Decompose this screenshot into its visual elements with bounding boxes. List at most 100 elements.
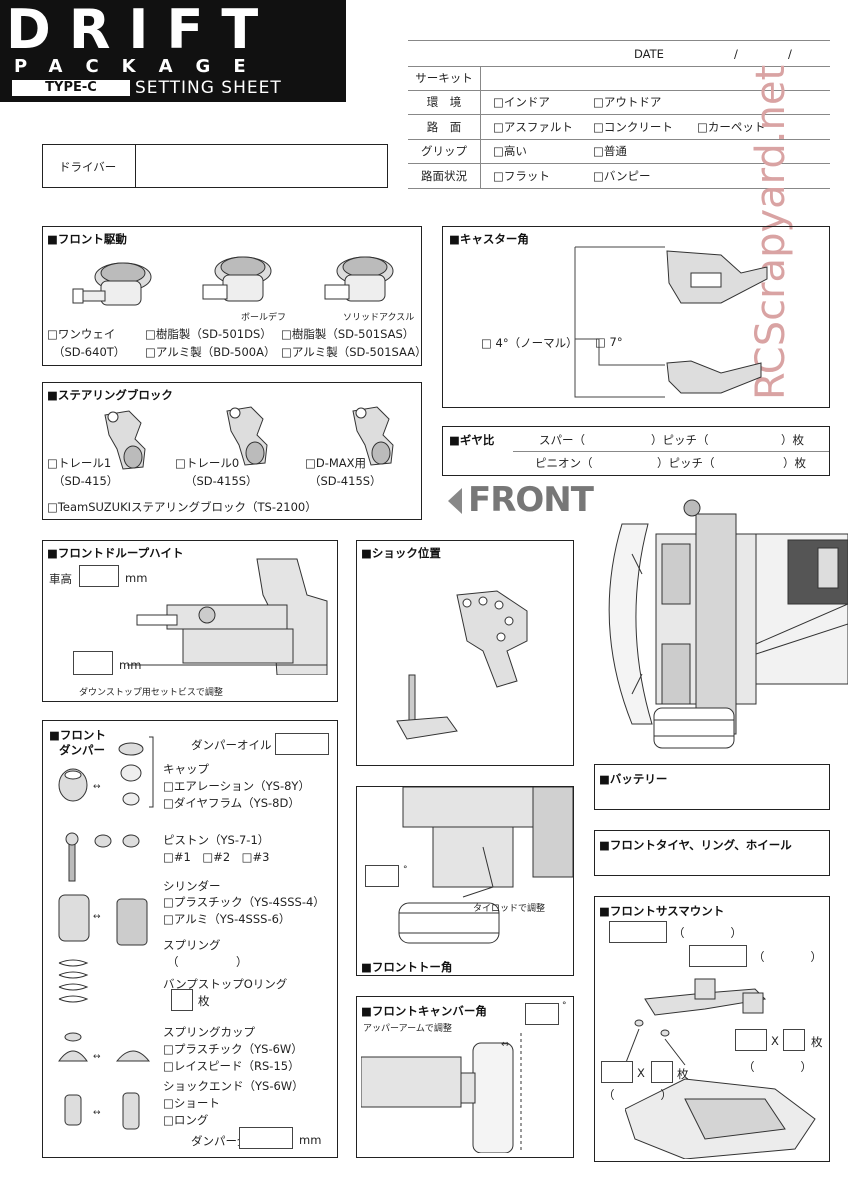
date-sep-2: / xyxy=(788,47,792,61)
drift-package-logo: DRIFT PACKAGE TYPE-C SETTING SHEET xyxy=(0,0,346,102)
cylinder-title: シリンダー xyxy=(163,879,221,893)
oneway-option[interactable]: □ワンウェイ xyxy=(47,327,116,341)
circuit-input[interactable] xyxy=(480,66,830,91)
cap-aeration-option[interactable]: □エアレーション（YS-8Y） xyxy=(163,779,310,793)
droop-illustration xyxy=(127,558,328,675)
driver-box: ドライバー xyxy=(42,144,388,188)
piston-options[interactable]: □#1 □#2 □#3 xyxy=(163,850,270,864)
condition-row-road: 路面状況 □フラット □バンピー xyxy=(408,163,830,189)
damper-parts-illustration: ↔ ↔ ↔ ↔ xyxy=(58,736,154,1130)
front-arrow-icon xyxy=(448,488,462,514)
logo-setting-sheet: SETTING SHEET xyxy=(135,78,282,98)
cylinder-alu-option[interactable]: □アルミ（YS-4SSS-6） xyxy=(163,912,291,926)
toe-input[interactable] xyxy=(365,865,399,887)
sus-mount-title: ■フロントサスマウント xyxy=(599,904,725,918)
sus-mount-x-2: X xyxy=(637,1066,645,1080)
trail0-part: （SD-415S） xyxy=(185,474,258,488)
road-label: 路面状況 xyxy=(408,163,481,189)
team-suzuki-option[interactable]: □TeamSUZUKIステアリングブロック（TS-2100） xyxy=(47,500,317,514)
option-asphalt[interactable]: □アスファルト xyxy=(493,119,573,134)
option-grip-high[interactable]: □高い xyxy=(493,144,527,159)
driver-label: ドライバー xyxy=(59,160,117,174)
camber-title: ■フロントキャンバー角 xyxy=(361,1004,487,1018)
dmax-part: （SD-415S） xyxy=(309,474,382,488)
spur-pitch-label: ）ピッチ（ xyxy=(651,433,709,447)
bump-stop-input[interactable] xyxy=(171,989,193,1011)
spring-input[interactable]: （ ） xyxy=(167,955,248,969)
option-grip-normal[interactable]: □普通 xyxy=(593,144,627,159)
gear-title: ■ギヤ比 xyxy=(449,433,495,447)
caster-4-option[interactable]: □ 4°（ノーマル） xyxy=(481,336,578,350)
option-indoor[interactable]: □インドア xyxy=(493,95,550,110)
solid-resin-option[interactable]: □樹脂製（SD-501SAS） xyxy=(281,327,415,341)
pinion-teeth-label: ）枚 xyxy=(783,456,806,470)
dmax-option[interactable]: □D-MAX用 xyxy=(305,456,367,470)
shock-end-short-option[interactable]: □ショート xyxy=(163,1096,220,1110)
battery-section: ■バッテリー xyxy=(594,764,830,810)
option-flat[interactable]: □フラット xyxy=(493,168,550,183)
trail1-option[interactable]: □トレール1 xyxy=(47,456,112,470)
cap-diaphragm-option[interactable]: □ダイヤフラム（YS-8D） xyxy=(163,796,300,810)
sus-mount-paren-2[interactable]: （ ） xyxy=(753,950,822,964)
spur-label: スパー（ xyxy=(539,433,585,447)
droop-section: ■フロントドループハイト 車高 mm mm ダウンストップ用セットビスで調整 xyxy=(42,540,338,702)
sus-mount-input-2[interactable] xyxy=(689,945,747,967)
sus-mount-paren-3[interactable]: （ ） xyxy=(743,1060,812,1074)
ball-diff-alu-option[interactable]: □アルミ製（BD-500A） xyxy=(145,345,276,359)
condition-row-surface: 路 面 □アスファルト □コンクリート □カーペット xyxy=(408,114,830,140)
cap-title: キャップ xyxy=(163,762,209,776)
caster-title: ■キャスター角 xyxy=(449,232,529,246)
condition-row-grip: グリップ □高い□普通 xyxy=(408,139,830,164)
spring-cup-racespeed-option[interactable]: □レイスピード（RS-15） xyxy=(163,1059,300,1073)
sus-mount-input-4[interactable] xyxy=(783,1029,805,1051)
spring-cup-plastic-option[interactable]: □プラスチック（YS-6W） xyxy=(163,1042,303,1056)
option-outdoor[interactable]: □アウトドア xyxy=(593,95,662,110)
sus-mount-paren-4[interactable]: （ ） xyxy=(603,1088,672,1102)
date-sep-1: / xyxy=(734,47,738,61)
sus-mount-paren-1[interactable]: （ ） xyxy=(673,926,742,940)
svg-text:↔: ↔ xyxy=(93,782,101,792)
sus-mount-input-3[interactable] xyxy=(735,1029,767,1051)
battery-title: ■バッテリー xyxy=(599,772,668,786)
front-toe-section: ° タイロッドで調整 ■フロントトー角 xyxy=(356,786,574,976)
camber-input[interactable] xyxy=(525,1003,559,1025)
caster-section: ■キャスター角 □ 4°（ノーマル） □ 7° xyxy=(442,226,830,408)
sus-mount-input-6[interactable] xyxy=(651,1061,673,1083)
cylinder-plastic-option[interactable]: □プラスチック（YS-4SSS-4） xyxy=(163,895,325,909)
damper-length-unit: mm xyxy=(299,1133,322,1147)
oneway-part: （SD-640T） xyxy=(53,345,126,359)
damper-oil-label: ダンパーオイル xyxy=(191,738,272,752)
damper-oil-input[interactable] xyxy=(275,733,329,755)
sus-mount-section: ■フロントサスマウント （ ） （ ） X 枚 （ ） X 枚 （ ） xyxy=(594,896,830,1162)
driver-input[interactable] xyxy=(136,145,386,187)
option-bumpy[interactable]: □バンピー xyxy=(593,168,651,183)
ride-height-label: 車高 xyxy=(49,572,72,586)
droop-input[interactable] xyxy=(73,651,113,675)
bump-stop-label: バンプストップOリング xyxy=(163,977,288,991)
svg-text:↔: ↔ xyxy=(93,912,101,922)
option-carpet[interactable]: □カーペット xyxy=(697,119,766,134)
differential-illustrations xyxy=(72,256,394,306)
front-damper-section: ■フロント ダンパー ダンパーオイル ↔↔↔↔ キャップ □エアレーション（YS… xyxy=(42,720,338,1158)
svg-text:↔: ↔ xyxy=(93,1052,101,1062)
steering-block-illustrations xyxy=(104,406,394,470)
damper-title-1: ■フロント xyxy=(49,728,106,742)
solid-alu-option[interactable]: □アルミ製（SD-501SAA） xyxy=(281,345,427,359)
damper-length-input[interactable] xyxy=(239,1127,293,1149)
ride-height-input[interactable] xyxy=(79,565,119,587)
trail0-option[interactable]: □トレール0 xyxy=(175,456,240,470)
sus-mount-mai-2: 枚 xyxy=(677,1067,689,1081)
environment-label: 環 境 xyxy=(408,90,481,115)
option-concrete[interactable]: □コンクリート xyxy=(593,119,673,134)
shock-end-long-option[interactable]: □ロング xyxy=(163,1113,209,1127)
front-drive-section: ■フロント駆動 ボールデフ ソリッドアクス xyxy=(42,226,427,366)
sus-mount-illustration xyxy=(625,978,816,1159)
ball-diff-label: ボールデフ xyxy=(241,313,287,323)
svg-text:↔: ↔ xyxy=(93,1108,101,1118)
sus-mount-input-5[interactable] xyxy=(601,1061,633,1083)
ball-diff-resin-option[interactable]: □樹脂製（SD-501DS） xyxy=(145,327,272,341)
caster-7-option[interactable]: □ 7° xyxy=(595,335,623,349)
sus-mount-input-1[interactable] xyxy=(609,921,667,943)
condition-row-circuit: サーキット xyxy=(408,66,830,91)
surface-label: 路 面 xyxy=(408,114,481,140)
